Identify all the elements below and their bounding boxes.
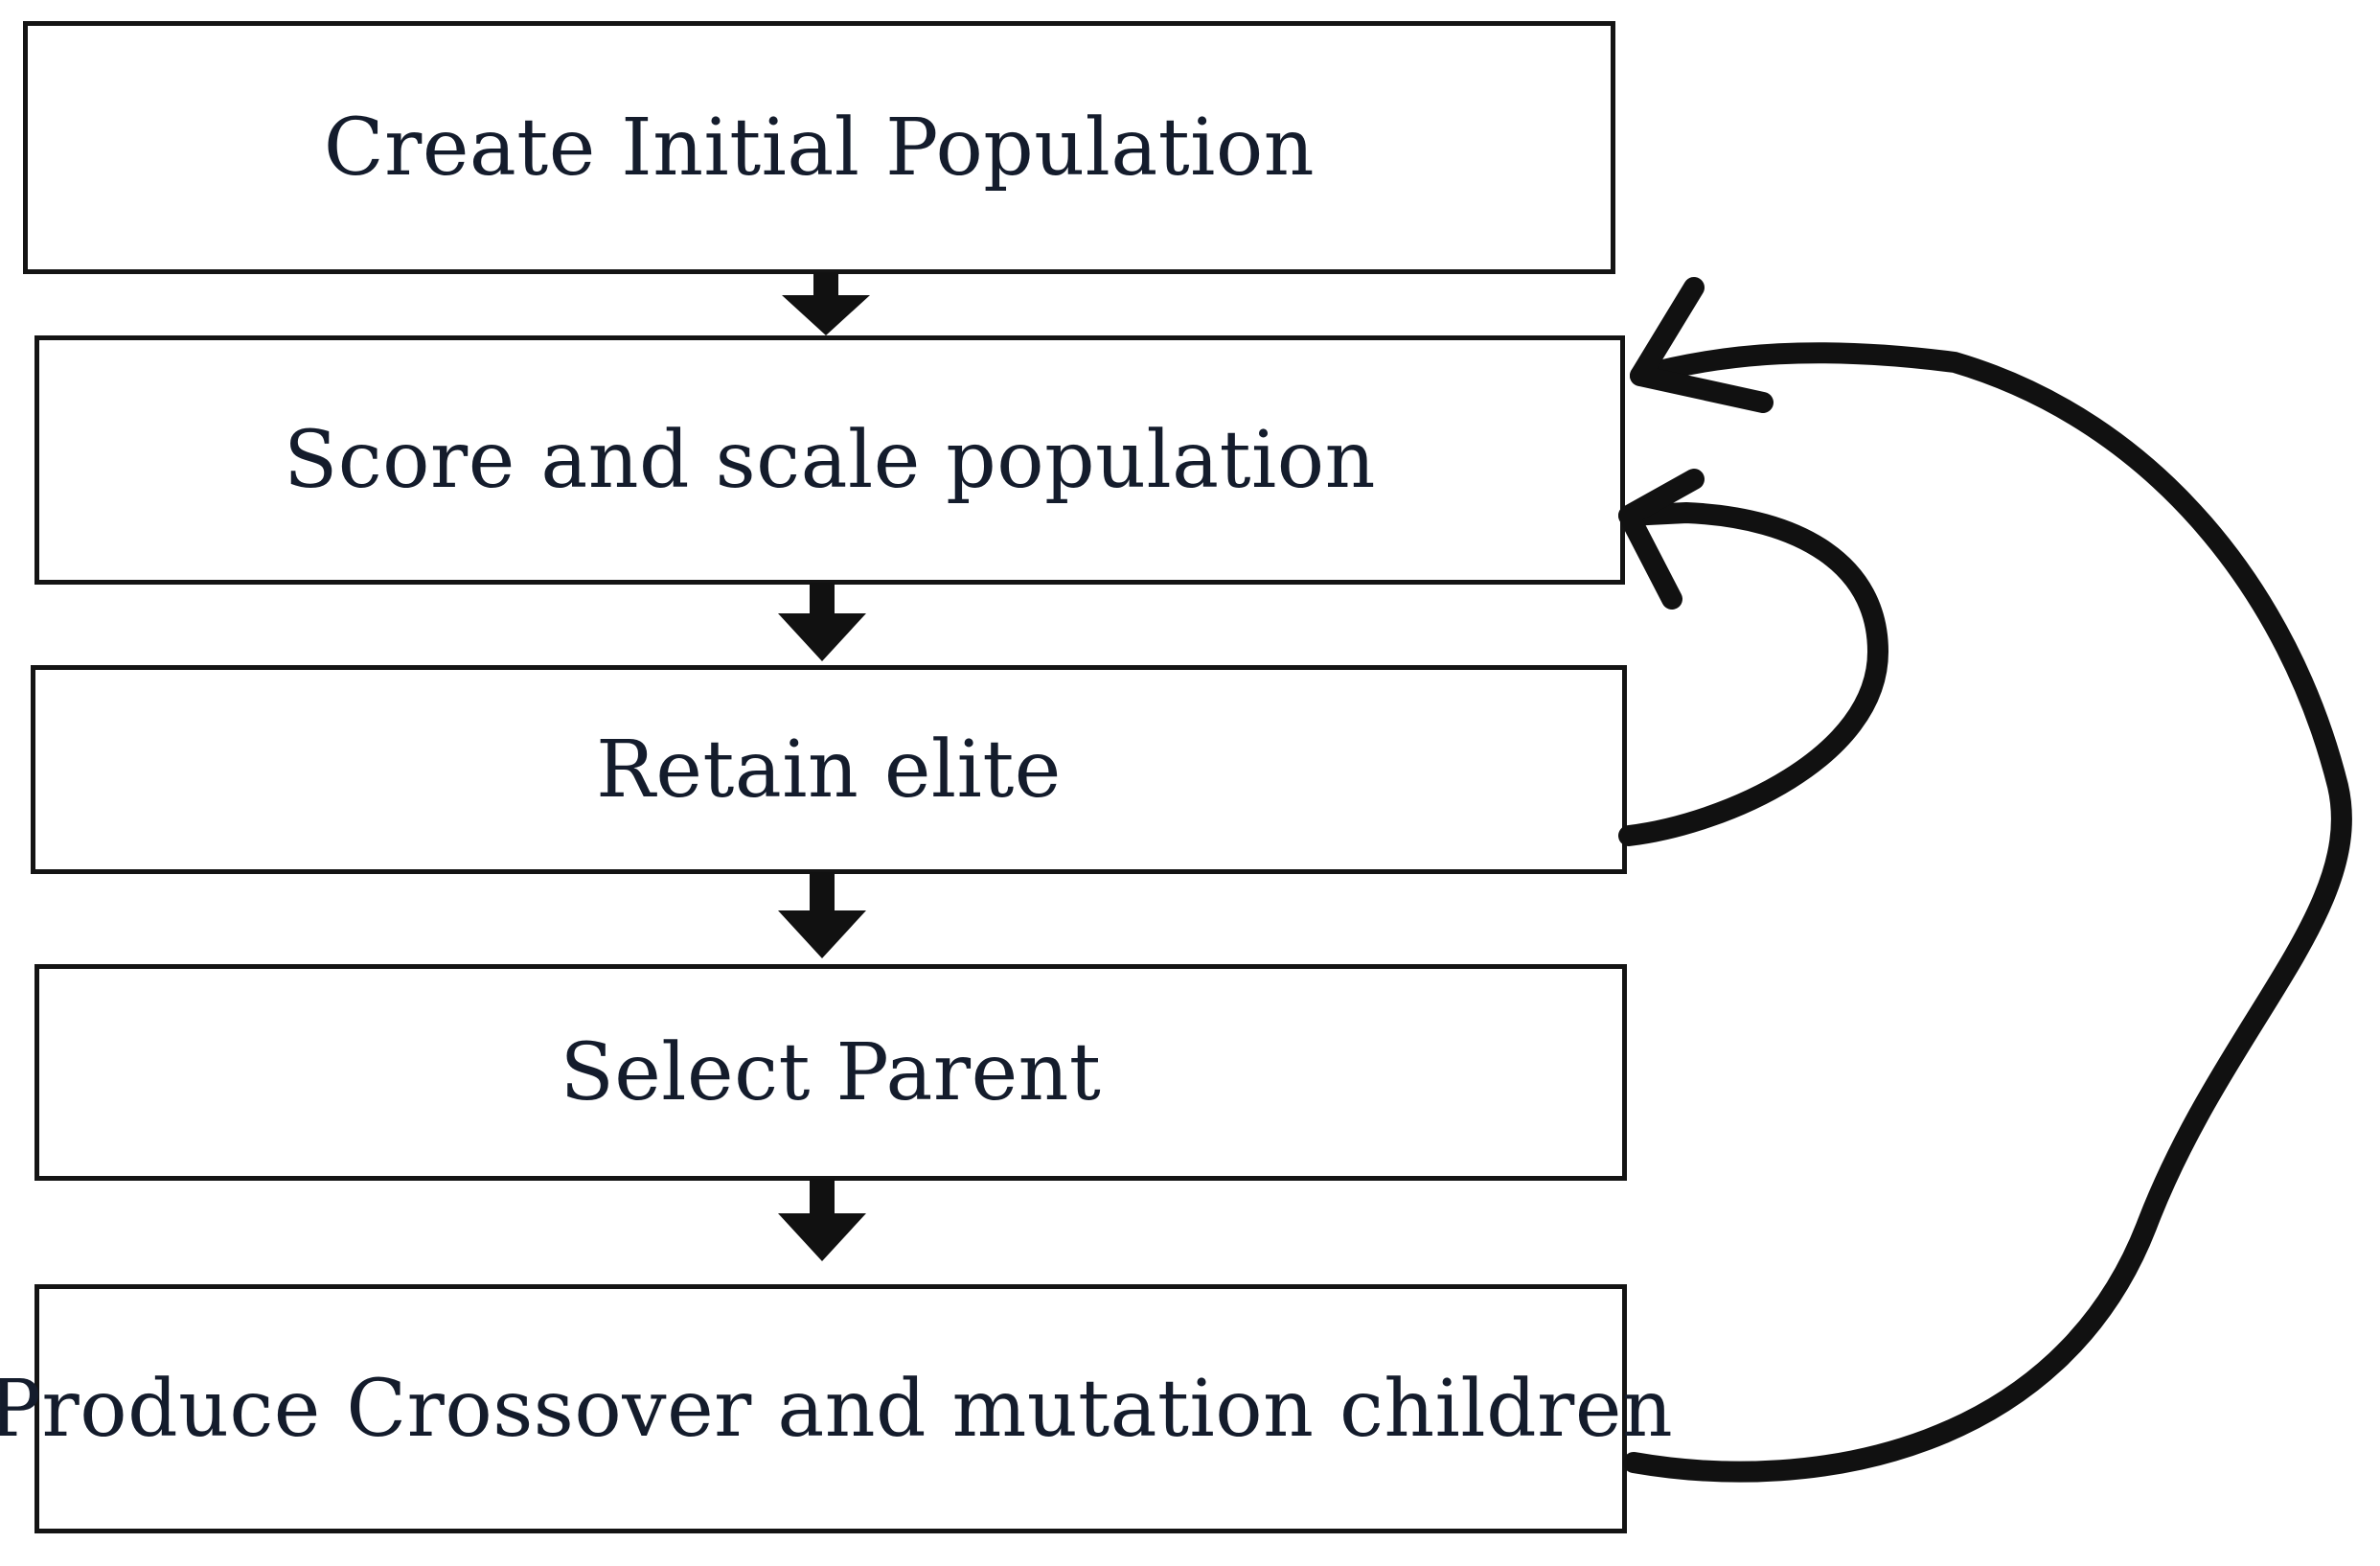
step-produce-children: Produce Crossover and mutation children [0, 1284, 1673, 1533]
step-label: Create Initial Population [323, 102, 1316, 194]
step-score-and-scale-population: Score and scale population [34, 335, 1625, 585]
step-label: Retain elite [596, 724, 1062, 816]
step-select-parent: Select Parent [34, 964, 1627, 1181]
step-label: Produce Crossover and mutation children [0, 1363, 1674, 1455]
arrow-retain-to-select [778, 872, 866, 958]
feedback-arrow-produce-to-score [1623, 277, 2352, 1483]
arrow-select-to-produce [778, 1179, 866, 1261]
step-retain-elite: Retain elite [31, 665, 1627, 874]
step-label: Select Parent [560, 1026, 1102, 1118]
arrow-create-to-score [782, 272, 870, 335]
feedback-arrow-retain-to-score [1618, 469, 1888, 846]
arrow-score-to-retain [778, 583, 866, 661]
step-create-initial-population: Create Initial Population [23, 21, 1615, 274]
step-label: Score and scale population [284, 414, 1376, 506]
